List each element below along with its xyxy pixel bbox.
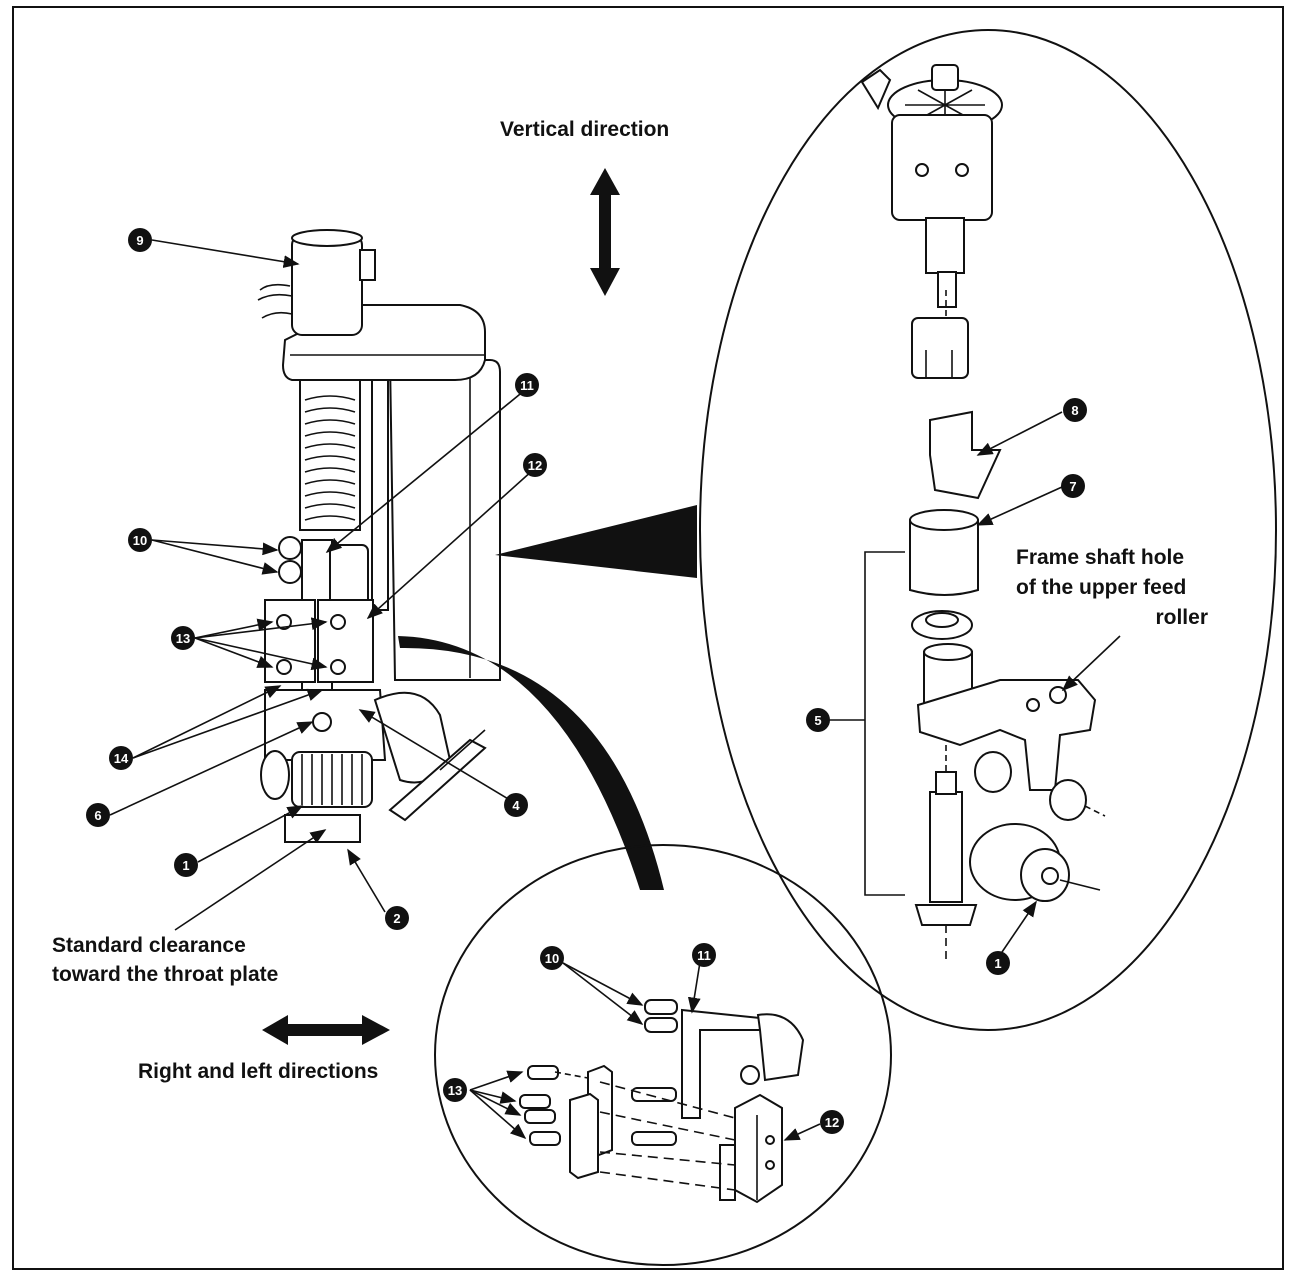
frame-shaft-label-line2: of the upper feed [1016, 576, 1186, 599]
right-left-directions-label: Right and left directions [138, 1060, 378, 1083]
callout-12-text: 12 [528, 458, 542, 473]
callout-4-text: 4 [512, 798, 520, 813]
exploded-view-ellipse [699, 29, 1277, 1031]
callout-11-detail: 11 [692, 943, 716, 967]
callout-11-text: 11 [520, 378, 534, 393]
callout-12-detail-text: 12 [825, 1115, 839, 1130]
leader-lines-exploded [976, 411, 1121, 956]
vertical-arrow-icon [590, 168, 620, 296]
leader-lines-detail [469, 961, 821, 1141]
callout-14-text: 14 [114, 751, 129, 766]
callout-2-text: 2 [393, 911, 400, 926]
callout-7: 7 [1061, 474, 1085, 498]
zoom-band-lower [398, 636, 664, 890]
callout-9-text: 9 [136, 233, 143, 248]
callout-12-detail: 12 [820, 1110, 844, 1134]
callout-1-exploded: 1 [986, 951, 1010, 975]
roller-knurl [301, 754, 363, 805]
horizontal-arrow-icon [262, 1015, 390, 1045]
bracket-5 [864, 551, 905, 896]
callout-1-exploded-text: 1 [994, 956, 1001, 971]
callout-7-text: 7 [1069, 479, 1076, 494]
callout-13-detail: 13 [443, 1078, 467, 1102]
zoom-wedge-right [495, 505, 697, 578]
callout-1-main-text: 1 [182, 858, 189, 873]
vertical-direction-label: Vertical direction [500, 118, 669, 141]
callout-13-detail-text: 13 [448, 1083, 462, 1098]
callout-12: 12 [523, 453, 547, 477]
callout-10-detail-text: 10 [545, 951, 559, 966]
frame-shaft-label-line3: roller [1155, 606, 1208, 629]
detail-parts [519, 999, 805, 1204]
callout-6-text: 6 [94, 808, 101, 823]
callout-8: 8 [1063, 398, 1087, 422]
exploded-parts [860, 64, 1106, 960]
callout-11-detail-text: 11 [697, 948, 711, 963]
callout-5-text: 5 [814, 713, 821, 728]
spring-coils [304, 395, 356, 521]
main-assembly [257, 229, 501, 843]
callout-8-text: 8 [1071, 403, 1078, 418]
callout-6: 6 [86, 803, 110, 827]
callout-13-text: 13 [176, 631, 190, 646]
detail-view-circle [434, 844, 892, 1266]
standard-clearance-label-line1: Standard clearance [52, 934, 246, 957]
callout-2: 2 [385, 906, 409, 930]
callout-1-main: 1 [174, 853, 198, 877]
callout-10: 10 [128, 528, 152, 552]
frame-shaft-label-line1: Frame shaft hole [1016, 546, 1184, 569]
leader-lines-main [109, 239, 534, 931]
callout-13: 13 [171, 626, 195, 650]
callout-10-text: 10 [133, 533, 147, 548]
callout-11: 11 [515, 373, 539, 397]
callout-5: 5 [806, 708, 830, 732]
callout-4: 4 [504, 793, 528, 817]
callout-10-detail: 10 [540, 946, 564, 970]
diagram-frame [12, 6, 1284, 1270]
callout-14: 14 [109, 746, 133, 770]
callout-9: 9 [128, 228, 152, 252]
standard-clearance-label-line2: toward the throat plate [52, 963, 278, 986]
